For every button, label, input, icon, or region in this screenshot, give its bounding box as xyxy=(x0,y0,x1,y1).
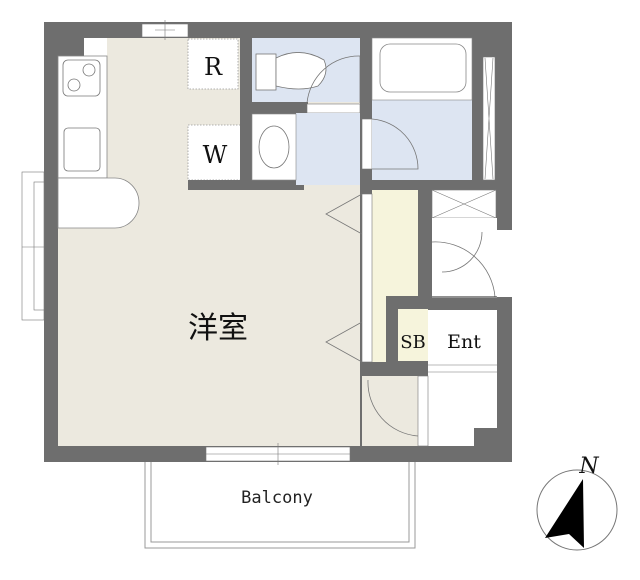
label-ent: Ent xyxy=(447,331,481,353)
label-w: W xyxy=(203,141,228,169)
closet-doors xyxy=(361,193,373,363)
partition-wall xyxy=(240,38,252,190)
toilet-icon xyxy=(255,52,327,91)
top-window xyxy=(141,20,189,40)
sink-icon xyxy=(63,127,101,172)
storage-closet xyxy=(372,190,418,362)
bath-door xyxy=(361,118,373,170)
washer-space xyxy=(187,124,242,181)
toilet-door xyxy=(306,103,361,114)
entrance xyxy=(428,310,497,446)
basin-icon xyxy=(258,125,290,169)
room-door xyxy=(417,375,429,447)
refrigerator-bay xyxy=(57,177,140,229)
label-r: R xyxy=(204,53,223,81)
washroom xyxy=(296,113,362,185)
entrance-notch xyxy=(497,230,513,297)
closet-door-swing xyxy=(325,193,363,363)
label-sb: SB xyxy=(400,332,426,353)
bath-door-swing xyxy=(371,118,419,170)
balcony-window xyxy=(205,443,351,465)
left-window xyxy=(21,171,45,321)
compass-icon xyxy=(536,469,618,551)
stove-icon xyxy=(62,59,101,97)
shoe-box xyxy=(398,309,428,361)
toilet-door-swing xyxy=(306,55,361,104)
corner-wall xyxy=(44,22,84,56)
compass-north-label: N xyxy=(578,454,599,479)
balcony xyxy=(144,462,416,549)
hall-floor xyxy=(362,376,418,446)
entrance-hall xyxy=(432,218,497,298)
kitchen-strip xyxy=(84,38,107,58)
entrance-door-swing xyxy=(431,231,496,298)
label-balcony: Balcony xyxy=(241,488,313,508)
refrigerator-space xyxy=(187,38,239,90)
label-main-room: 洋室 xyxy=(188,311,248,346)
bath-window xyxy=(482,56,496,181)
room-door-swing xyxy=(367,379,419,437)
bathtub-icon xyxy=(379,43,467,93)
